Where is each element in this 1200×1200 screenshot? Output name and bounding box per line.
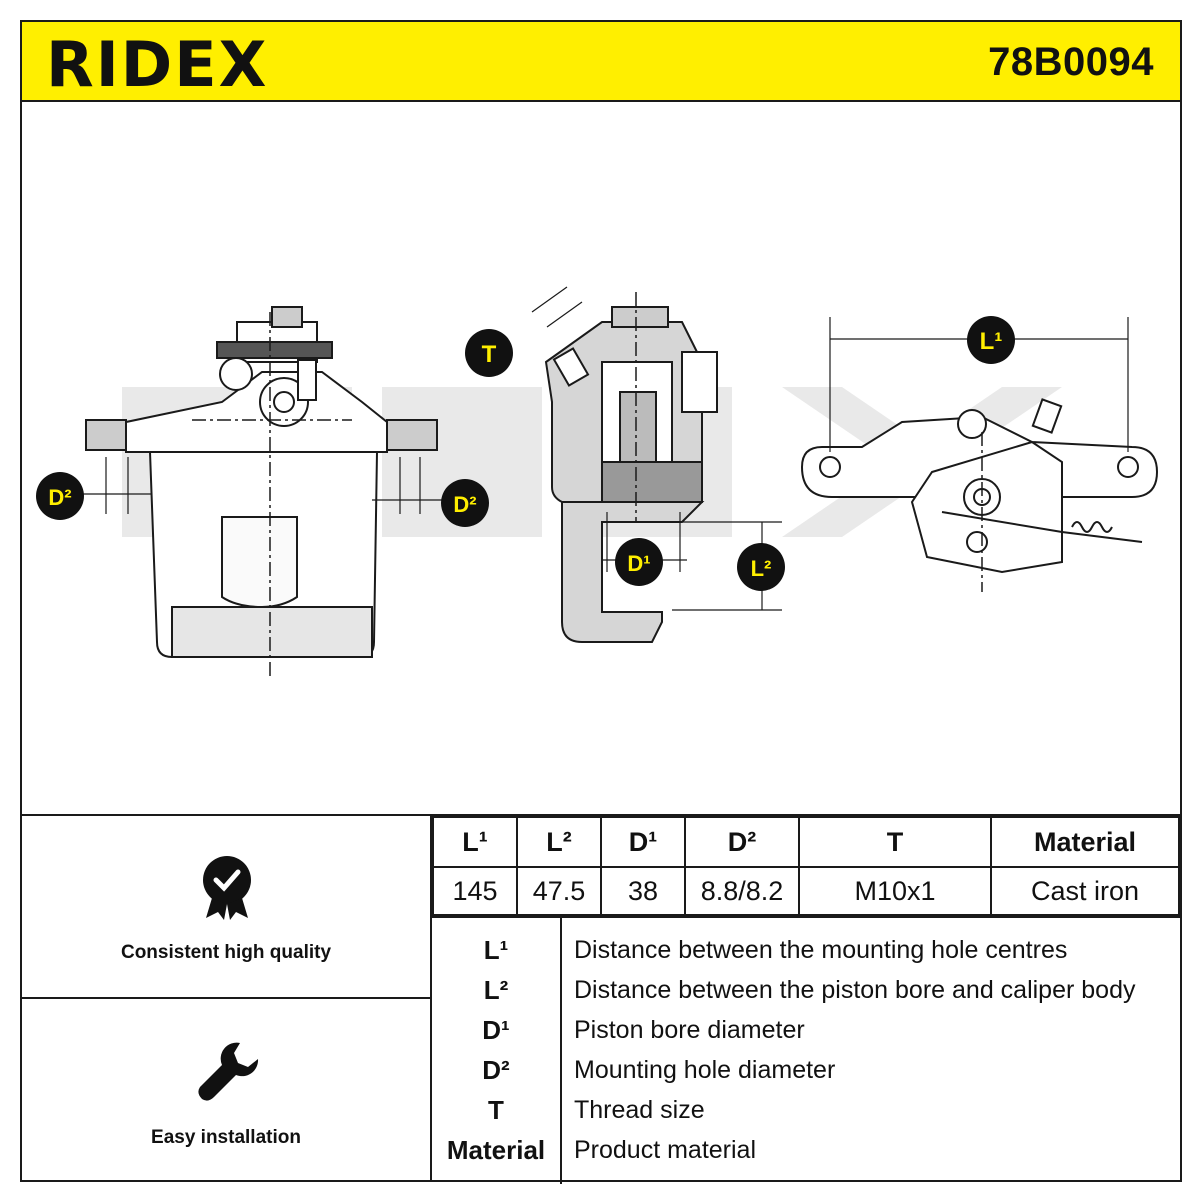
legend-description: Product material: [574, 1136, 757, 1164]
badge-d2-right: D²: [441, 479, 489, 527]
caliper-section-view: [544, 306, 718, 643]
badge-l2: L²: [737, 543, 785, 591]
legend-description: Distance between the mounting hole centr…: [574, 936, 1068, 964]
feature-quality: Consistent high quality: [22, 816, 430, 999]
spec-value-d1: 38: [600, 866, 686, 916]
svg-text:L²: L²: [751, 556, 772, 581]
legend-key: D¹: [482, 1015, 510, 1045]
ridex-logo: RIDEX: [46, 28, 268, 100]
caliper-front-view: [85, 306, 438, 658]
spec-header-d1: D¹: [600, 816, 686, 868]
part-number: 78B0094: [988, 40, 1154, 84]
wrench-icon: [198, 1042, 259, 1101]
legend-description: Mounting hole diameter: [574, 1056, 836, 1084]
legend-key: Material: [446, 1135, 546, 1165]
info-section: Consistent high quality Easy installatio…: [22, 814, 1180, 1184]
badge-d1: D¹: [615, 538, 663, 586]
legend-row: D² Mounting hole diameter: [432, 1052, 1180, 1092]
svg-text:D¹: D¹: [627, 551, 650, 576]
spec-value-d2: 8.8/8.2: [684, 866, 800, 916]
legend-row: D¹ Piston bore diameter: [432, 1012, 1180, 1052]
feature-installation: Easy installation: [22, 999, 430, 1182]
legend-description: Piston bore diameter: [574, 1016, 805, 1044]
header-bar: RIDEX 78B0094: [22, 22, 1180, 102]
legend-row: L² Distance between the piston bore and …: [432, 972, 1180, 1012]
feature-quality-label: Consistent high quality: [120, 942, 332, 963]
technical-drawing: T L¹ D² D² D¹ L²: [22, 102, 1180, 814]
legend-table: L¹ Distance between the mounting hole ce…: [432, 916, 1180, 1184]
spec-header-l2: L²: [516, 816, 602, 868]
spec-table: L¹ L² D¹ D² T Material 145 47.5 38 8.8/8…: [432, 816, 1180, 916]
legend-description: Thread size: [574, 1096, 705, 1124]
spec-value-l1: 145: [432, 866, 518, 916]
spec-value-material: Cast iron: [990, 866, 1180, 916]
legend-row: T Thread size: [432, 1092, 1180, 1132]
spec-header-material: Material: [990, 816, 1180, 868]
svg-text:RIDEX: RIDEX: [46, 28, 268, 100]
svg-text:T: T: [482, 341, 497, 368]
spec-value-l2: 47.5: [516, 866, 602, 916]
spec-value-t: M10x1: [798, 866, 992, 916]
legend-key: T: [488, 1095, 504, 1125]
svg-text:D²: D²: [453, 492, 476, 517]
spec-header-d2: D²: [684, 816, 800, 868]
product-sheet: RIDEX 78B0094: [20, 20, 1182, 1184]
quality-badge-icon: [203, 856, 251, 920]
features-panel: Consistent high quality Easy installatio…: [22, 816, 432, 1182]
spec-header-l1: L¹: [432, 816, 518, 868]
svg-text:L¹: L¹: [980, 328, 1003, 355]
spec-header-t: T: [798, 816, 992, 868]
svg-text:D²: D²: [48, 485, 71, 510]
legend-description: Distance between the piston bore and cal…: [574, 976, 1136, 1004]
caliper-top-view: [800, 398, 1159, 574]
legend-key: D²: [482, 1055, 510, 1085]
legend-row: L¹ Distance between the mounting hole ce…: [432, 932, 1180, 972]
badge-d2-left: D²: [36, 472, 84, 520]
badge-l1: L¹: [967, 316, 1015, 364]
feature-installation-label: Easy installation: [151, 1127, 301, 1148]
badge-t: T: [465, 329, 513, 377]
legend-key: L¹: [483, 935, 509, 965]
legend-key: L²: [483, 975, 509, 1005]
legend-divider: [560, 918, 562, 1184]
legend-row: Material Product material: [432, 1132, 1180, 1172]
